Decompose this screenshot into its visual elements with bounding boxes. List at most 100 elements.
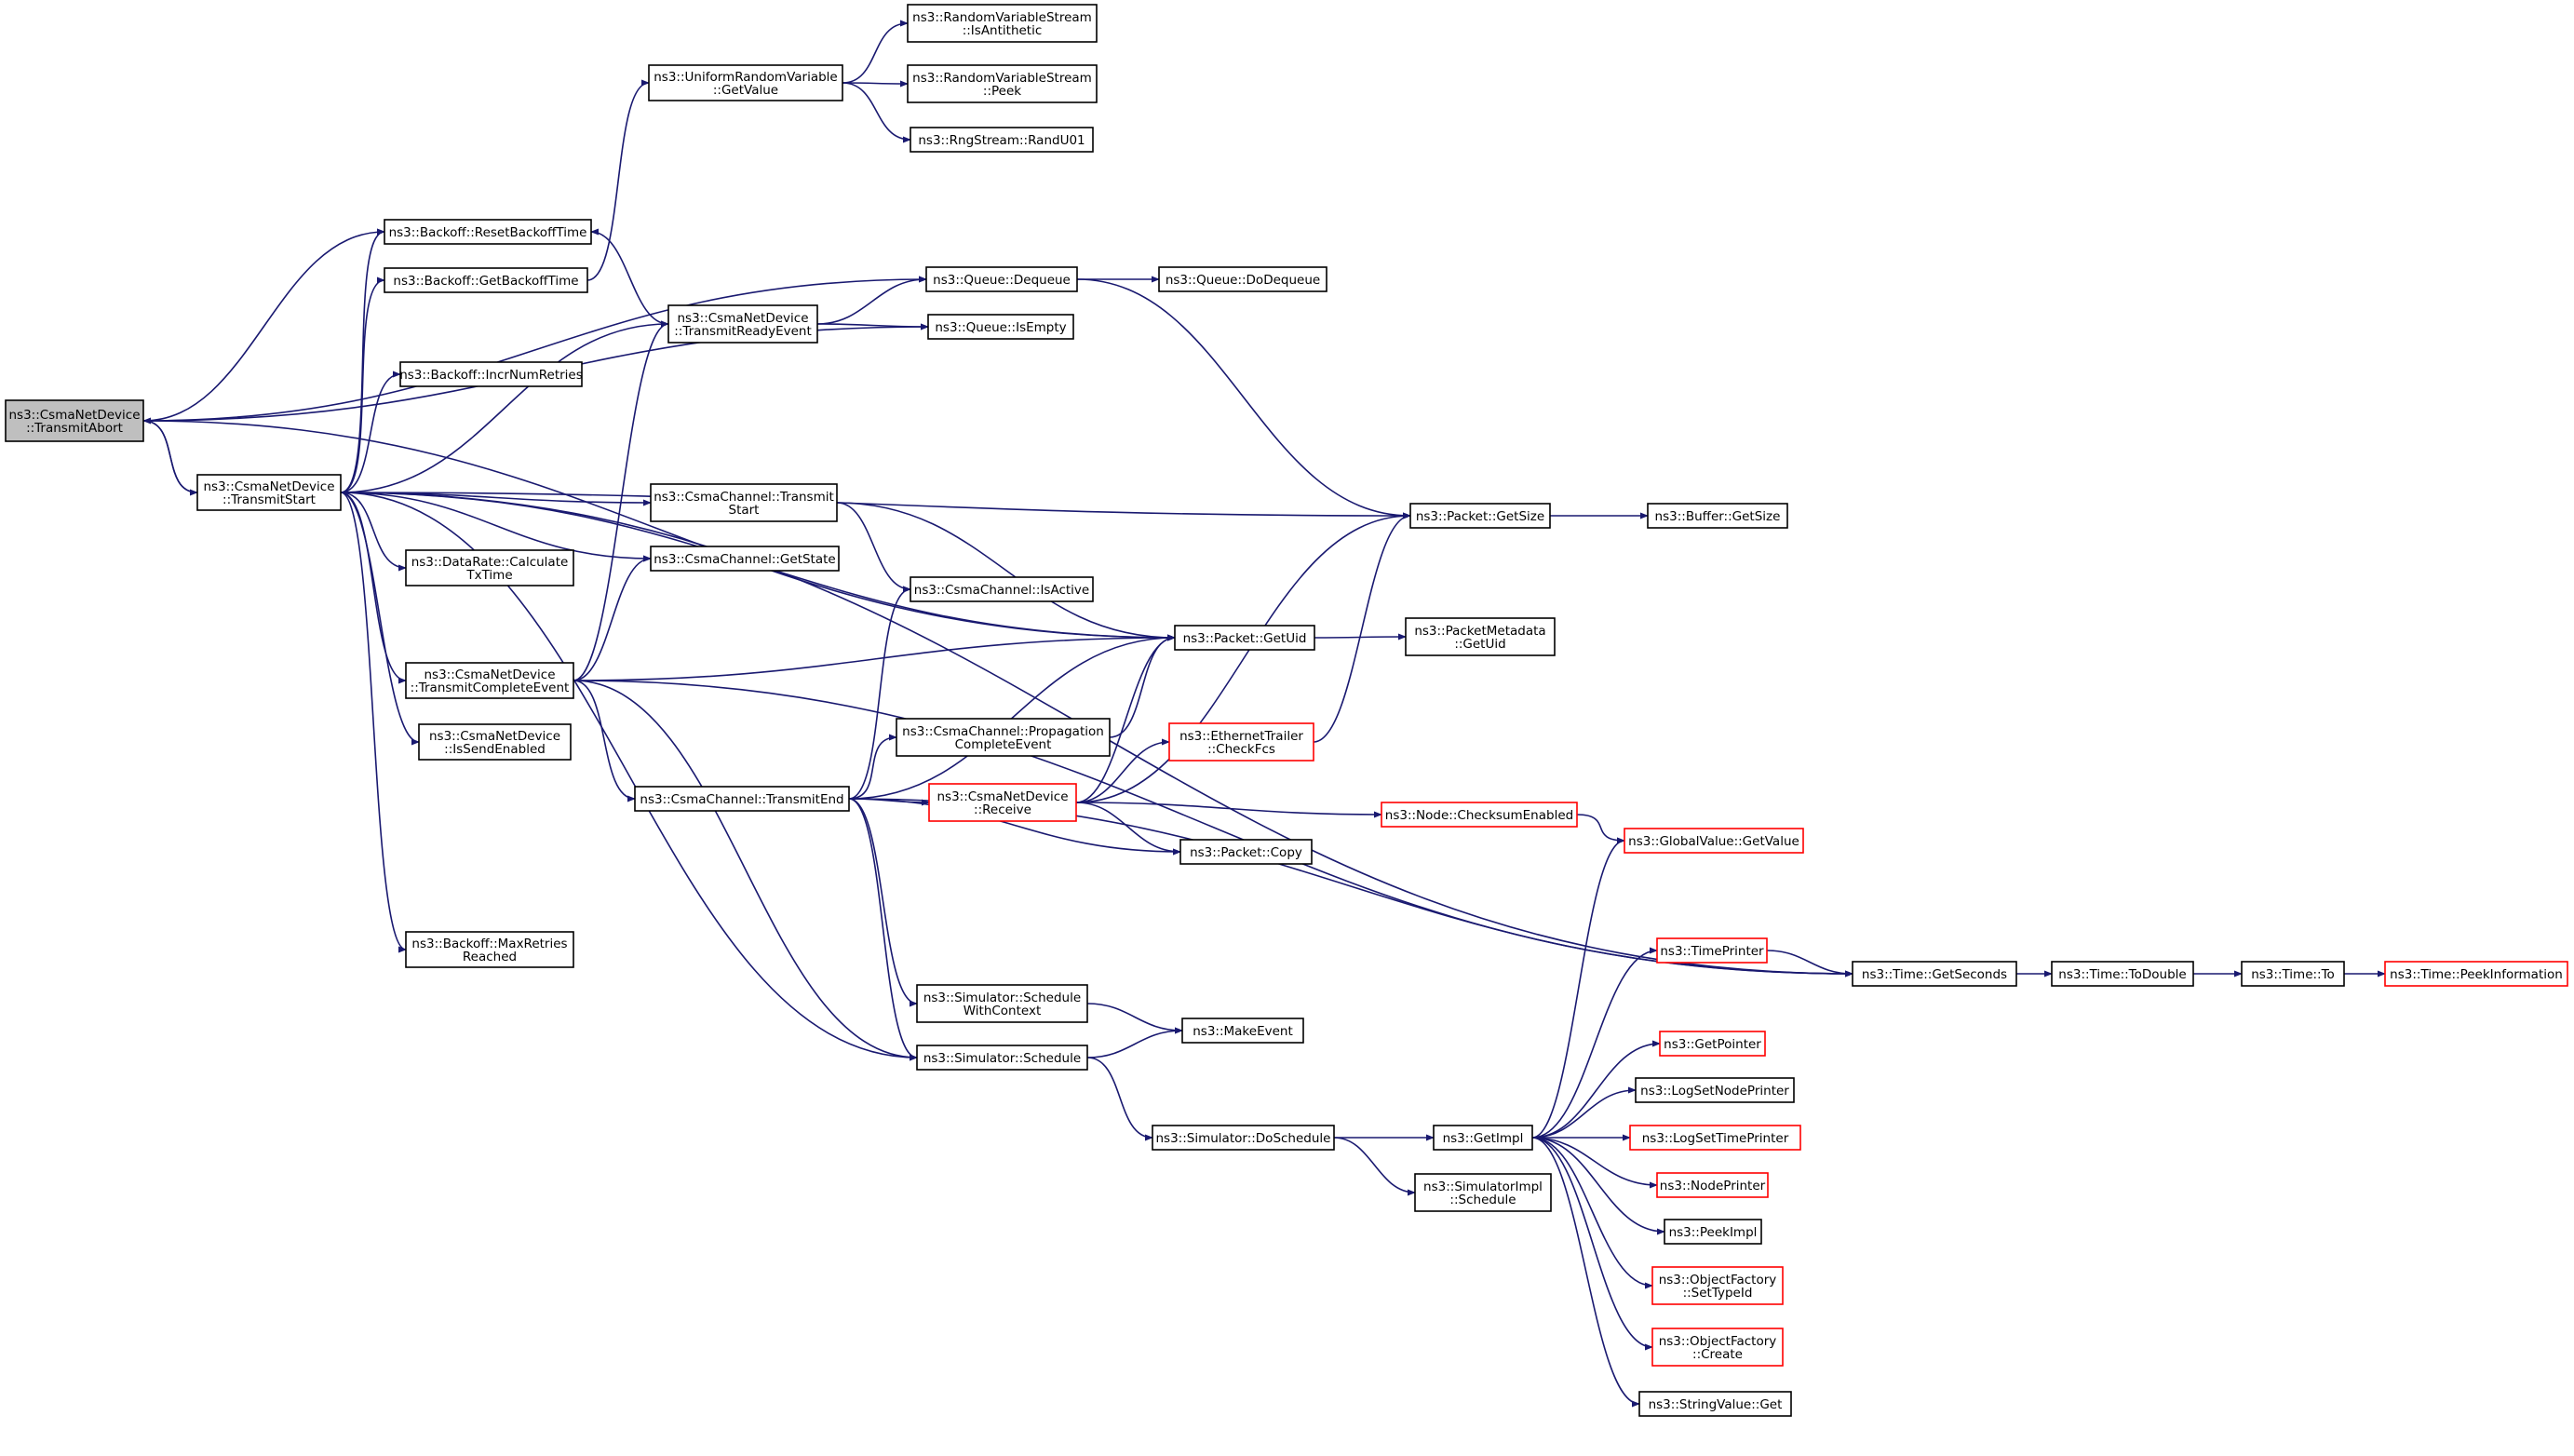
node-box xyxy=(907,4,1098,43)
node-ethernet-checkfcs[interactable]: ns3::EthernetTrailer::CheckFcs xyxy=(1168,722,1314,762)
node-backoff-get[interactable]: ns3::Backoff::GetBackoffTime xyxy=(384,267,588,293)
node-channel-isactive[interactable]: ns3::CsmaChannel::IsActive xyxy=(910,576,1094,602)
edge-netdev-receive-to-ethernet-checkfcs xyxy=(1075,738,1170,803)
node-node-checksum[interactable]: ns3::Node::ChecksumEnabled xyxy=(1381,802,1578,828)
edge-transmit-start-to-is-send-enabled xyxy=(340,492,420,746)
edge-uniform-getvalue-to-rvs-peek xyxy=(842,80,909,88)
node-netdev-receive[interactable]: ns3::CsmaNetDevice::Receive xyxy=(928,783,1077,822)
node-label: ::Peek xyxy=(983,84,1021,99)
edge-get-impl-to-stringvalue-get xyxy=(1531,1137,1640,1408)
edge-get-impl-to-peek-impl xyxy=(1531,1137,1665,1235)
node-queue-dodequeue[interactable]: ns3::Queue::DoDequeue xyxy=(1158,266,1327,292)
node-objfactory-create[interactable]: ns3::ObjectFactory::Create xyxy=(1651,1328,1784,1367)
edge-get-impl-to-time-printer xyxy=(1531,947,1658,1139)
edge-transmit-complete-to-channel-tend xyxy=(573,680,636,802)
edge-transmit-start-to-transmit-abort xyxy=(142,417,198,493)
node-label: ns3::SimulatorImpl xyxy=(1423,1180,1543,1194)
node-time-printer[interactable]: ns3::TimePrinter xyxy=(1656,937,1768,964)
node-make-event[interactable]: ns3::MakeEvent xyxy=(1181,1018,1304,1044)
node-transmit-start[interactable]: ns3::CsmaNetDevice::TransmitStart xyxy=(196,474,342,511)
edge-uniform-getvalue-to-rng-randu01 xyxy=(842,82,911,143)
node-box xyxy=(928,783,1077,822)
node-sim-doschedule[interactable]: ns3::Simulator::DoSchedule xyxy=(1152,1125,1335,1151)
node-label: ns3::Backoff::MaxRetries xyxy=(411,937,567,951)
node-box xyxy=(2051,961,2194,987)
node-log-set-node[interactable]: ns3::LogSetNodePrinter xyxy=(1635,1077,1795,1103)
node-box xyxy=(650,546,840,572)
node-stringvalue-get[interactable]: ns3::StringValue::Get xyxy=(1638,1391,1792,1417)
node-transmit-abort[interactable]: ns3::CsmaNetDevice::TransmitAbort xyxy=(5,399,144,442)
edge-channel-tstart-to-packet-getuid xyxy=(836,502,1176,641)
node-simimpl-schedule[interactable]: ns3::SimulatorImpl::Schedule xyxy=(1414,1173,1552,1212)
node-packet-getuid[interactable]: ns3::Packet::GetUid xyxy=(1174,625,1315,651)
node-uniform-getvalue[interactable]: ns3::UniformRandomVariable::GetValue xyxy=(648,64,843,101)
node-node-printer[interactable]: ns3::NodePrinter xyxy=(1656,1172,1769,1198)
node-box xyxy=(384,267,588,293)
node-objfactory-settype[interactable]: ns3::ObjectFactory::SetTypeId xyxy=(1651,1266,1784,1305)
node-time-todouble[interactable]: ns3::Time::ToDouble xyxy=(2051,961,2194,987)
node-label: ns3::Simulator::Schedule xyxy=(923,1051,1081,1066)
node-rvs-peek[interactable]: ns3::RandomVariableStream::Peek xyxy=(907,64,1098,103)
node-label: ns3::RandomVariableStream xyxy=(912,10,1092,25)
node-label: ns3::Queue::IsEmpty xyxy=(935,320,1066,335)
node-box xyxy=(1179,839,1313,865)
node-rng-randu01[interactable]: ns3::RngStream::RandU01 xyxy=(910,127,1094,153)
node-pktmeta-getuid[interactable]: ns3::PacketMetadata::GetUid xyxy=(1405,617,1556,656)
node-label: ::GetValue xyxy=(713,83,778,98)
node-get-impl[interactable]: ns3::GetImpl xyxy=(1433,1125,1533,1151)
node-label: ns3::CsmaNetDevice xyxy=(429,729,560,744)
edge-transmit-start-to-backoff-get xyxy=(340,276,385,493)
node-backoff-reset[interactable]: ns3::Backoff::ResetBackoffTime xyxy=(384,219,592,245)
node-label: ns3::CsmaChannel::Transmit xyxy=(654,490,834,505)
node-label: TxTime xyxy=(465,568,512,583)
node-queue-isempty[interactable]: ns3::Queue::IsEmpty xyxy=(927,314,1074,340)
node-packet-copy[interactable]: ns3::Packet::Copy xyxy=(1179,839,1313,865)
node-label: ns3::GetPointer xyxy=(1664,1037,1761,1052)
node-label: ns3::CsmaNetDevice xyxy=(937,789,1068,804)
node-label: ::TransmitStart xyxy=(222,492,316,507)
node-box xyxy=(1651,1266,1784,1305)
node-time-to[interactable]: ns3::Time::To xyxy=(2241,961,2345,987)
node-packet-getsize[interactable]: ns3::Packet::GetSize xyxy=(1409,503,1551,529)
node-log-set-time[interactable]: ns3::LogSetTimePrinter xyxy=(1629,1125,1801,1151)
node-box xyxy=(1656,1172,1769,1198)
edge-transmit-start-to-datarate-calc xyxy=(340,492,407,572)
node-box xyxy=(1409,503,1551,529)
node-label: ns3::PacketMetadata xyxy=(1414,624,1545,639)
node-get-pointer[interactable]: ns3::GetPointer xyxy=(1659,1031,1766,1057)
node-box xyxy=(1647,503,1788,529)
node-box xyxy=(405,549,574,586)
node-box xyxy=(648,64,843,101)
node-backoff-incr[interactable]: ns3::Backoff::IncrNumRetries xyxy=(399,361,583,387)
node-label: ::Schedule xyxy=(1449,1193,1516,1207)
node-sim-schedule[interactable]: ns3::Simulator::Schedule xyxy=(916,1045,1088,1071)
node-label: ns3::Queue::DoDequeue xyxy=(1166,273,1320,288)
node-channel-getstate[interactable]: ns3::CsmaChannel::GetState xyxy=(650,546,840,572)
edge-packet-getuid-to-pktmeta-getuid xyxy=(1314,633,1407,640)
edge-node-checksum-to-globalvalue-get xyxy=(1576,814,1625,844)
edge-transmit-ready-to-queue-dequeue xyxy=(816,276,927,325)
edge-uniform-getvalue-to-rvs-isanti xyxy=(842,20,909,84)
node-time-getseconds[interactable]: ns3::Time::GetSeconds xyxy=(1852,961,2017,987)
node-box xyxy=(896,718,1111,757)
node-is-send-enabled[interactable]: ns3::CsmaNetDevice::IsSendEnabled xyxy=(418,723,572,761)
node-time-peekinfo[interactable]: ns3::Time::PeekInformation xyxy=(2384,961,2568,987)
node-channel-tend[interactable]: ns3::CsmaChannel::TransmitEnd xyxy=(634,786,850,812)
node-label: ns3::CsmaChannel::GetState xyxy=(654,552,835,567)
node-peek-impl[interactable]: ns3::PeekImpl xyxy=(1664,1219,1762,1245)
node-queue-dequeue[interactable]: ns3::Queue::Dequeue xyxy=(925,266,1078,292)
node-transmit-complete[interactable]: ns3::CsmaNetDevice::TransmitCompleteEven… xyxy=(405,662,574,699)
node-rvs-isanti[interactable]: ns3::RandomVariableStream::IsAntithetic xyxy=(907,4,1098,43)
node-label: WithContext xyxy=(964,1004,1042,1018)
node-buffer-getsize[interactable]: ns3::Buffer::GetSize xyxy=(1647,503,1788,529)
edge-get-impl-to-node-printer xyxy=(1531,1137,1658,1189)
node-channel-propag[interactable]: ns3::CsmaChannel::PropagationCompleteEve… xyxy=(896,718,1111,757)
node-channel-tstart[interactable]: ns3::CsmaChannel::TransmitStart xyxy=(650,483,838,522)
node-label: ns3::Time::PeekInformation xyxy=(2390,967,2563,982)
node-box xyxy=(1433,1125,1533,1151)
node-transmit-ready[interactable]: ns3::CsmaNetDevice::TransmitReadyEvent xyxy=(667,304,818,344)
node-globalvalue-get[interactable]: ns3::GlobalValue::GetValue xyxy=(1624,828,1804,854)
